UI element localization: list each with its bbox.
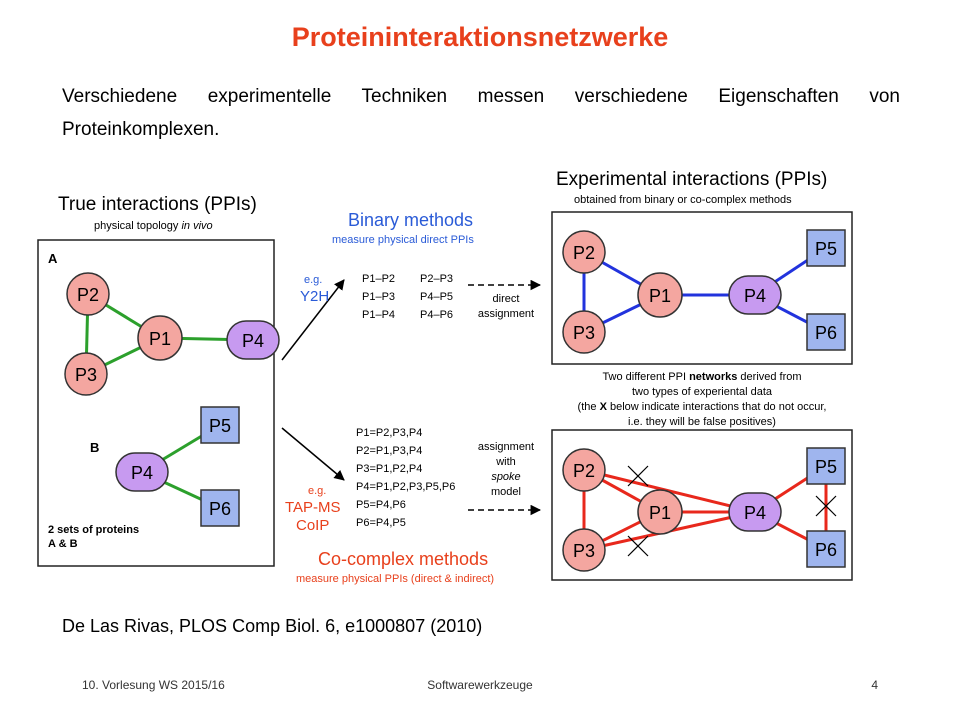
svg-text:P6: P6 bbox=[209, 499, 231, 519]
binary-subtitle: measure physical direct PPIs bbox=[332, 234, 474, 246]
direct-label-1: direct bbox=[493, 293, 520, 305]
node-p1-cocomplex: P1 bbox=[637, 489, 683, 535]
svg-text:P6: P6 bbox=[815, 323, 837, 343]
svg-text:P1: P1 bbox=[649, 286, 671, 306]
network-explanation: Two different PPI networks derived from … bbox=[578, 371, 827, 428]
svg-text:with: with bbox=[495, 456, 516, 468]
cocomplex-list-item: P2=P1,P3,P4 bbox=[356, 445, 422, 457]
cocomplex-list: P1=P2,P3,P4 P2=P1,P3,P4 P3=P1,P2,P4 P4=P… bbox=[356, 427, 455, 529]
svg-text:P6: P6 bbox=[815, 540, 837, 560]
svg-text:P4: P4 bbox=[131, 463, 153, 483]
node-p1-binary: P1 bbox=[637, 272, 683, 318]
cocomplex-list-item: P4=P1,P2,P3,P5,P6 bbox=[356, 481, 455, 493]
node-p4-binary: P4 bbox=[728, 275, 782, 315]
pair-list-item: P1–P4 bbox=[362, 309, 395, 321]
svg-text:assignment: assignment bbox=[478, 441, 534, 453]
false-positive-x bbox=[627, 535, 649, 557]
direct-label-2: assignment bbox=[478, 308, 534, 320]
spoke-label: assignment with spoke model bbox=[478, 441, 534, 498]
intro-text: Verschiedene experimentelle Techniken me… bbox=[62, 86, 900, 140]
true-subtitle: physical topology in vivo bbox=[94, 220, 213, 232]
node-p4-true-b: P4 bbox=[115, 452, 169, 492]
true-title: True interactions (PPIs) bbox=[58, 194, 257, 215]
svg-text:P3: P3 bbox=[573, 541, 595, 561]
cocomplex-title: Co-complex methods bbox=[318, 549, 488, 569]
node-p6-binary: P6 bbox=[806, 313, 846, 351]
node-p4-cocomplex: P4 bbox=[728, 492, 782, 532]
footer-course: Softwarewerkzeuge bbox=[427, 678, 533, 692]
pair-list-item: P1–P2 bbox=[362, 273, 395, 285]
svg-text:P5: P5 bbox=[815, 239, 837, 259]
node-p5-true: P5 bbox=[200, 406, 240, 444]
false-positive-marks bbox=[627, 465, 837, 557]
svg-text:P3: P3 bbox=[573, 323, 595, 343]
cocomplex-subtitle: measure physical PPIs (direct & indirect… bbox=[296, 573, 494, 585]
node-p6-true: P6 bbox=[200, 489, 240, 527]
binary-title: Binary methods bbox=[348, 210, 473, 230]
label-a: A bbox=[48, 251, 58, 266]
node-p2-cocomplex: P2 bbox=[562, 448, 606, 492]
svg-text:model: model bbox=[491, 486, 521, 498]
node-p5-binary: P5 bbox=[806, 229, 846, 267]
label-b: B bbox=[90, 440, 99, 455]
cocomplex-list-item: P6=P4,P5 bbox=[356, 517, 406, 529]
svg-text:i.e. they will be false positi: i.e. they will be false positives) bbox=[628, 416, 776, 428]
eg-label-1: e.g. bbox=[304, 274, 322, 286]
node-p3-true: P3 bbox=[64, 352, 108, 396]
pair-list-item: P4–P6 bbox=[420, 309, 453, 321]
pair-list-item: P1–P3 bbox=[362, 291, 395, 303]
node-p1-true: P1 bbox=[137, 315, 183, 361]
citation: De Las Rivas, PLOS Comp Biol. 6, e100080… bbox=[62, 616, 483, 636]
node-p4-true-a: P4 bbox=[226, 320, 280, 360]
slide-title: Proteininteraktionsnetzwerke bbox=[291, 22, 669, 52]
y2h-label: Y2H bbox=[300, 288, 329, 305]
binary-pairs: P1–P2 P1–P3 P1–P4 P2–P3 P4–P5 P4–P6 bbox=[362, 273, 453, 321]
svg-text:P3: P3 bbox=[75, 365, 97, 385]
false-positive-x bbox=[815, 495, 837, 517]
node-p3-cocomplex: P3 bbox=[562, 528, 606, 572]
svg-text:P1: P1 bbox=[649, 503, 671, 523]
cocomplex-list-item: P5=P4,P6 bbox=[356, 499, 406, 511]
arrow-to-cocomplex bbox=[281, 427, 345, 481]
false-positive-x bbox=[627, 465, 649, 487]
cocomplex-list-item: P1=P2,P3,P4 bbox=[356, 427, 422, 439]
coip-label: CoIP bbox=[296, 517, 329, 534]
svg-text:P2: P2 bbox=[77, 285, 99, 305]
node-p2-true: P2 bbox=[66, 272, 110, 316]
exp-subtitle: obtained from binary or co-complex metho… bbox=[574, 194, 792, 206]
svg-text:P1: P1 bbox=[149, 329, 171, 349]
node-p6-cocomplex: P6 bbox=[806, 530, 846, 568]
eg-label-2: e.g. bbox=[308, 485, 326, 497]
node-p3-binary: P3 bbox=[562, 310, 606, 354]
svg-text:Two different PPI networks der: Two different PPI networks derived from bbox=[602, 371, 801, 383]
node-p5-cocomplex: P5 bbox=[806, 447, 846, 485]
svg-text:two types of experiental data: two types of experiental data bbox=[632, 386, 773, 398]
footer-lecture: 10. Vorlesung WS 2015/16 bbox=[82, 678, 225, 692]
svg-text:P4: P4 bbox=[744, 503, 766, 523]
tapms-label: TAP-MS bbox=[285, 499, 341, 516]
pair-list-item: P2–P3 bbox=[420, 273, 453, 285]
svg-text:P5: P5 bbox=[815, 457, 837, 477]
exp-title: Experimental interactions (PPIs) bbox=[556, 169, 827, 190]
arrow-to-binary bbox=[281, 279, 345, 361]
node-p2-binary: P2 bbox=[562, 230, 606, 274]
sets-line2: A & B bbox=[48, 538, 78, 550]
svg-text:P4: P4 bbox=[242, 331, 264, 351]
svg-text:spoke: spoke bbox=[491, 471, 520, 483]
footer-page-number: 4 bbox=[871, 678, 878, 692]
svg-text:P4: P4 bbox=[744, 286, 766, 306]
svg-text:P2: P2 bbox=[573, 243, 595, 263]
svg-text:P2: P2 bbox=[573, 461, 595, 481]
sets-line1: 2 sets of proteins bbox=[48, 524, 139, 536]
pair-list-item: P4–P5 bbox=[420, 291, 453, 303]
cocomplex-list-item: P3=P1,P2,P4 bbox=[356, 463, 422, 475]
svg-text:(the X below indicate interact: (the X below indicate interactions that … bbox=[578, 401, 827, 413]
svg-text:P5: P5 bbox=[209, 416, 231, 436]
